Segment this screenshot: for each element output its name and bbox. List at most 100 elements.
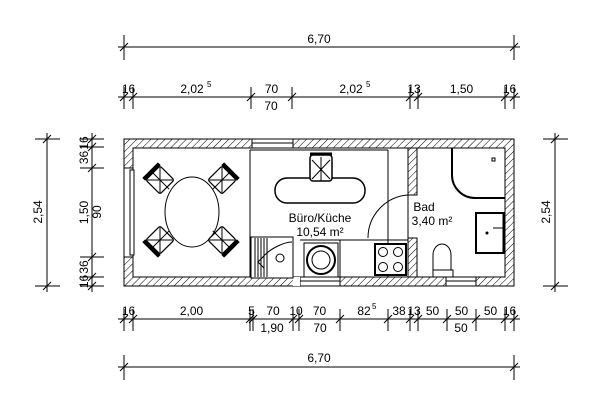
dim-tick (288, 314, 298, 324)
dim-label: 16 (122, 304, 136, 318)
dim-label: 5 (248, 304, 255, 318)
dim-tick (383, 314, 393, 324)
staircase (250, 236, 294, 279)
dim-tick (87, 163, 97, 173)
dim-label: 6,70 (307, 32, 331, 46)
dim-label: 38 (392, 304, 406, 318)
dim-tick (119, 92, 129, 102)
shower (451, 148, 505, 199)
chair-back (221, 162, 240, 181)
dining-chairs (142, 162, 240, 258)
dim-label: 13 (407, 304, 421, 318)
chair-line (212, 171, 231, 190)
chair-back (142, 162, 161, 181)
stair-arrow (257, 254, 265, 270)
dim-label: 2,02 (180, 82, 204, 96)
dim-superscript: 5 (366, 80, 371, 89)
dim-sub-label: 50 (454, 321, 468, 335)
dim-tick (87, 134, 97, 144)
window-left (123, 167, 135, 258)
kitchen-area-outline (249, 149, 408, 277)
dim-label: 16 (122, 82, 136, 96)
office-chair (309, 152, 333, 182)
dim-tick (246, 92, 256, 102)
dim-tick (509, 314, 519, 324)
entry-gap (293, 277, 300, 286)
dim-label: 16 (77, 136, 91, 150)
left-overall-dimension: 2,54 (31, 133, 60, 292)
dim-superscript: 5 (372, 302, 377, 311)
window-bottom-kitchen (299, 276, 341, 287)
dim-sub-label: 70 (313, 321, 327, 335)
top-overall-dimension: 6,70 (118, 32, 520, 60)
dining-chair (208, 162, 240, 194)
chair-line (151, 171, 170, 190)
dim-tick (442, 314, 452, 324)
dim-tick (471, 314, 481, 324)
dim-tick (500, 314, 510, 324)
dim-label: 2,02 (339, 82, 363, 96)
window-top (251, 138, 294, 149)
room-area-buero-kueche: 10,54 m² (296, 225, 343, 239)
dim-tick (128, 92, 138, 102)
dim-label: 70 (266, 304, 280, 318)
dim-tick (500, 92, 510, 102)
dim-tick (248, 314, 258, 324)
dim-label: 82 (357, 304, 371, 318)
dim-label: 10 (289, 304, 303, 318)
dim-label: 16 (77, 275, 91, 289)
sink (475, 212, 506, 254)
dim-label: 70 (265, 82, 279, 96)
dim-label: 2,54 (539, 200, 553, 224)
dim-label: 16 (503, 82, 517, 96)
dim-superscript: 5 (207, 80, 212, 89)
room-name-bad: Bad (413, 200, 434, 214)
dim-tick (287, 92, 297, 102)
dim-tick (405, 314, 415, 324)
dim-tick (87, 272, 97, 282)
dim-label: 13 (407, 82, 421, 96)
dim-sub-label: 90 (90, 205, 104, 219)
dim-label: 16 (503, 304, 517, 318)
washing-machine (303, 242, 339, 278)
dim-label: 6,70 (307, 351, 331, 365)
bottom-overall-dimension: 6,70 (118, 351, 520, 380)
dim-tick (87, 252, 97, 262)
dim-label: 70 (313, 304, 327, 318)
toilet (432, 243, 454, 278)
chair-back (221, 239, 240, 258)
dim-sub-label: 1,90 (260, 321, 284, 335)
dim-tick (87, 142, 97, 152)
dim-label: 50 (484, 304, 498, 318)
dim-tick (405, 92, 415, 102)
room-area-bad: 3,40 m² (412, 214, 453, 228)
dining-chair (142, 226, 174, 258)
dim-label: 36 (77, 151, 91, 165)
dim-label: 1,50 (450, 82, 474, 96)
dim-label: 1,50 (77, 200, 91, 224)
dim-label: 36 (77, 260, 91, 274)
dim-tick (119, 314, 129, 324)
dim-tick (509, 92, 519, 102)
chair-line (212, 230, 231, 249)
room-name-buero-kueche: Büro/Küche (289, 211, 352, 225)
dim-tick (128, 314, 138, 324)
window-bottom-bath (445, 276, 477, 287)
dim-tick (413, 314, 423, 324)
chair-back (142, 239, 161, 258)
dim-label: 50 (455, 304, 469, 318)
chair-line (151, 230, 170, 249)
dim-tick (294, 314, 304, 324)
dining-chair (208, 226, 240, 258)
dining-table (164, 176, 220, 248)
bath-door (367, 194, 409, 239)
dim-label: 2,54 (31, 200, 45, 224)
dim-sub-label: 70 (264, 99, 278, 113)
dim-tick (335, 314, 345, 324)
stove (374, 243, 407, 276)
right-overall-dimension: 2,54 (539, 133, 568, 292)
